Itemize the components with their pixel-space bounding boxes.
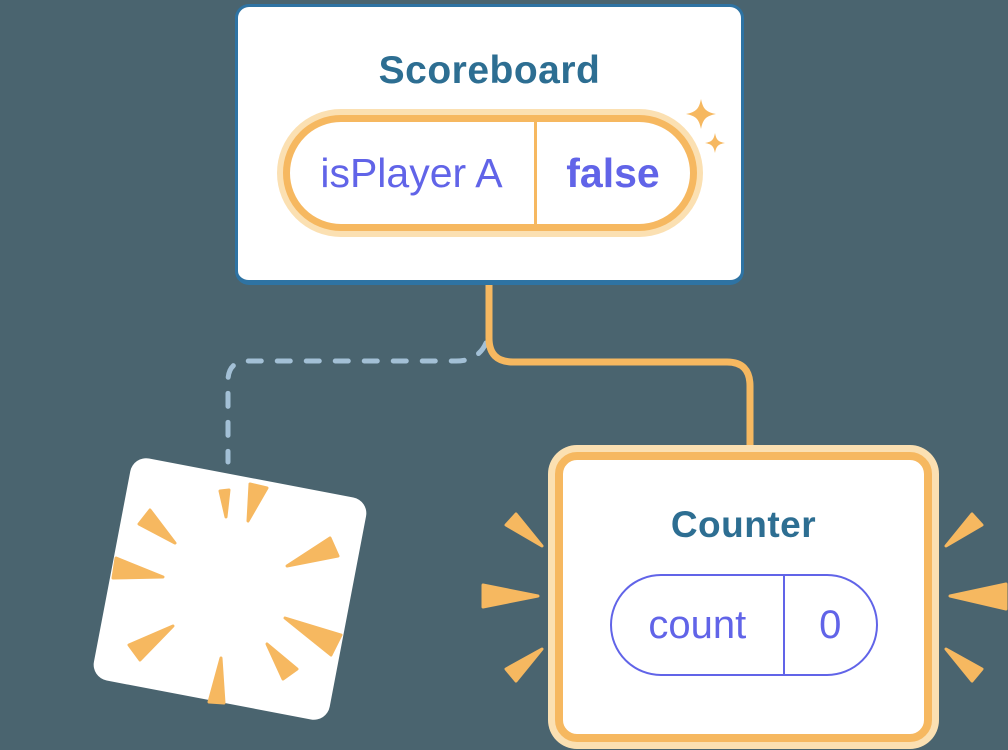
- state-value: false: [566, 149, 660, 196]
- scoreboard-title: Scoreboard: [378, 49, 601, 92]
- counter-title: Counter: [670, 504, 817, 545]
- dashed-connector: [225, 340, 489, 465]
- counter-card: Counter count 0: [555, 452, 932, 742]
- state-name: isPlayer A: [290, 122, 537, 224]
- state-value: 0: [819, 602, 842, 647]
- destroyed-component-card: [90, 455, 370, 723]
- scoreboard-card: Scoreboard isPlayer A false: [235, 4, 744, 285]
- orange-connector: [485, 276, 754, 462]
- state-name: count: [612, 576, 786, 674]
- counter-state-pill: count 0: [609, 574, 878, 676]
- scoreboard-state-pill: isPlayer A false: [282, 115, 697, 231]
